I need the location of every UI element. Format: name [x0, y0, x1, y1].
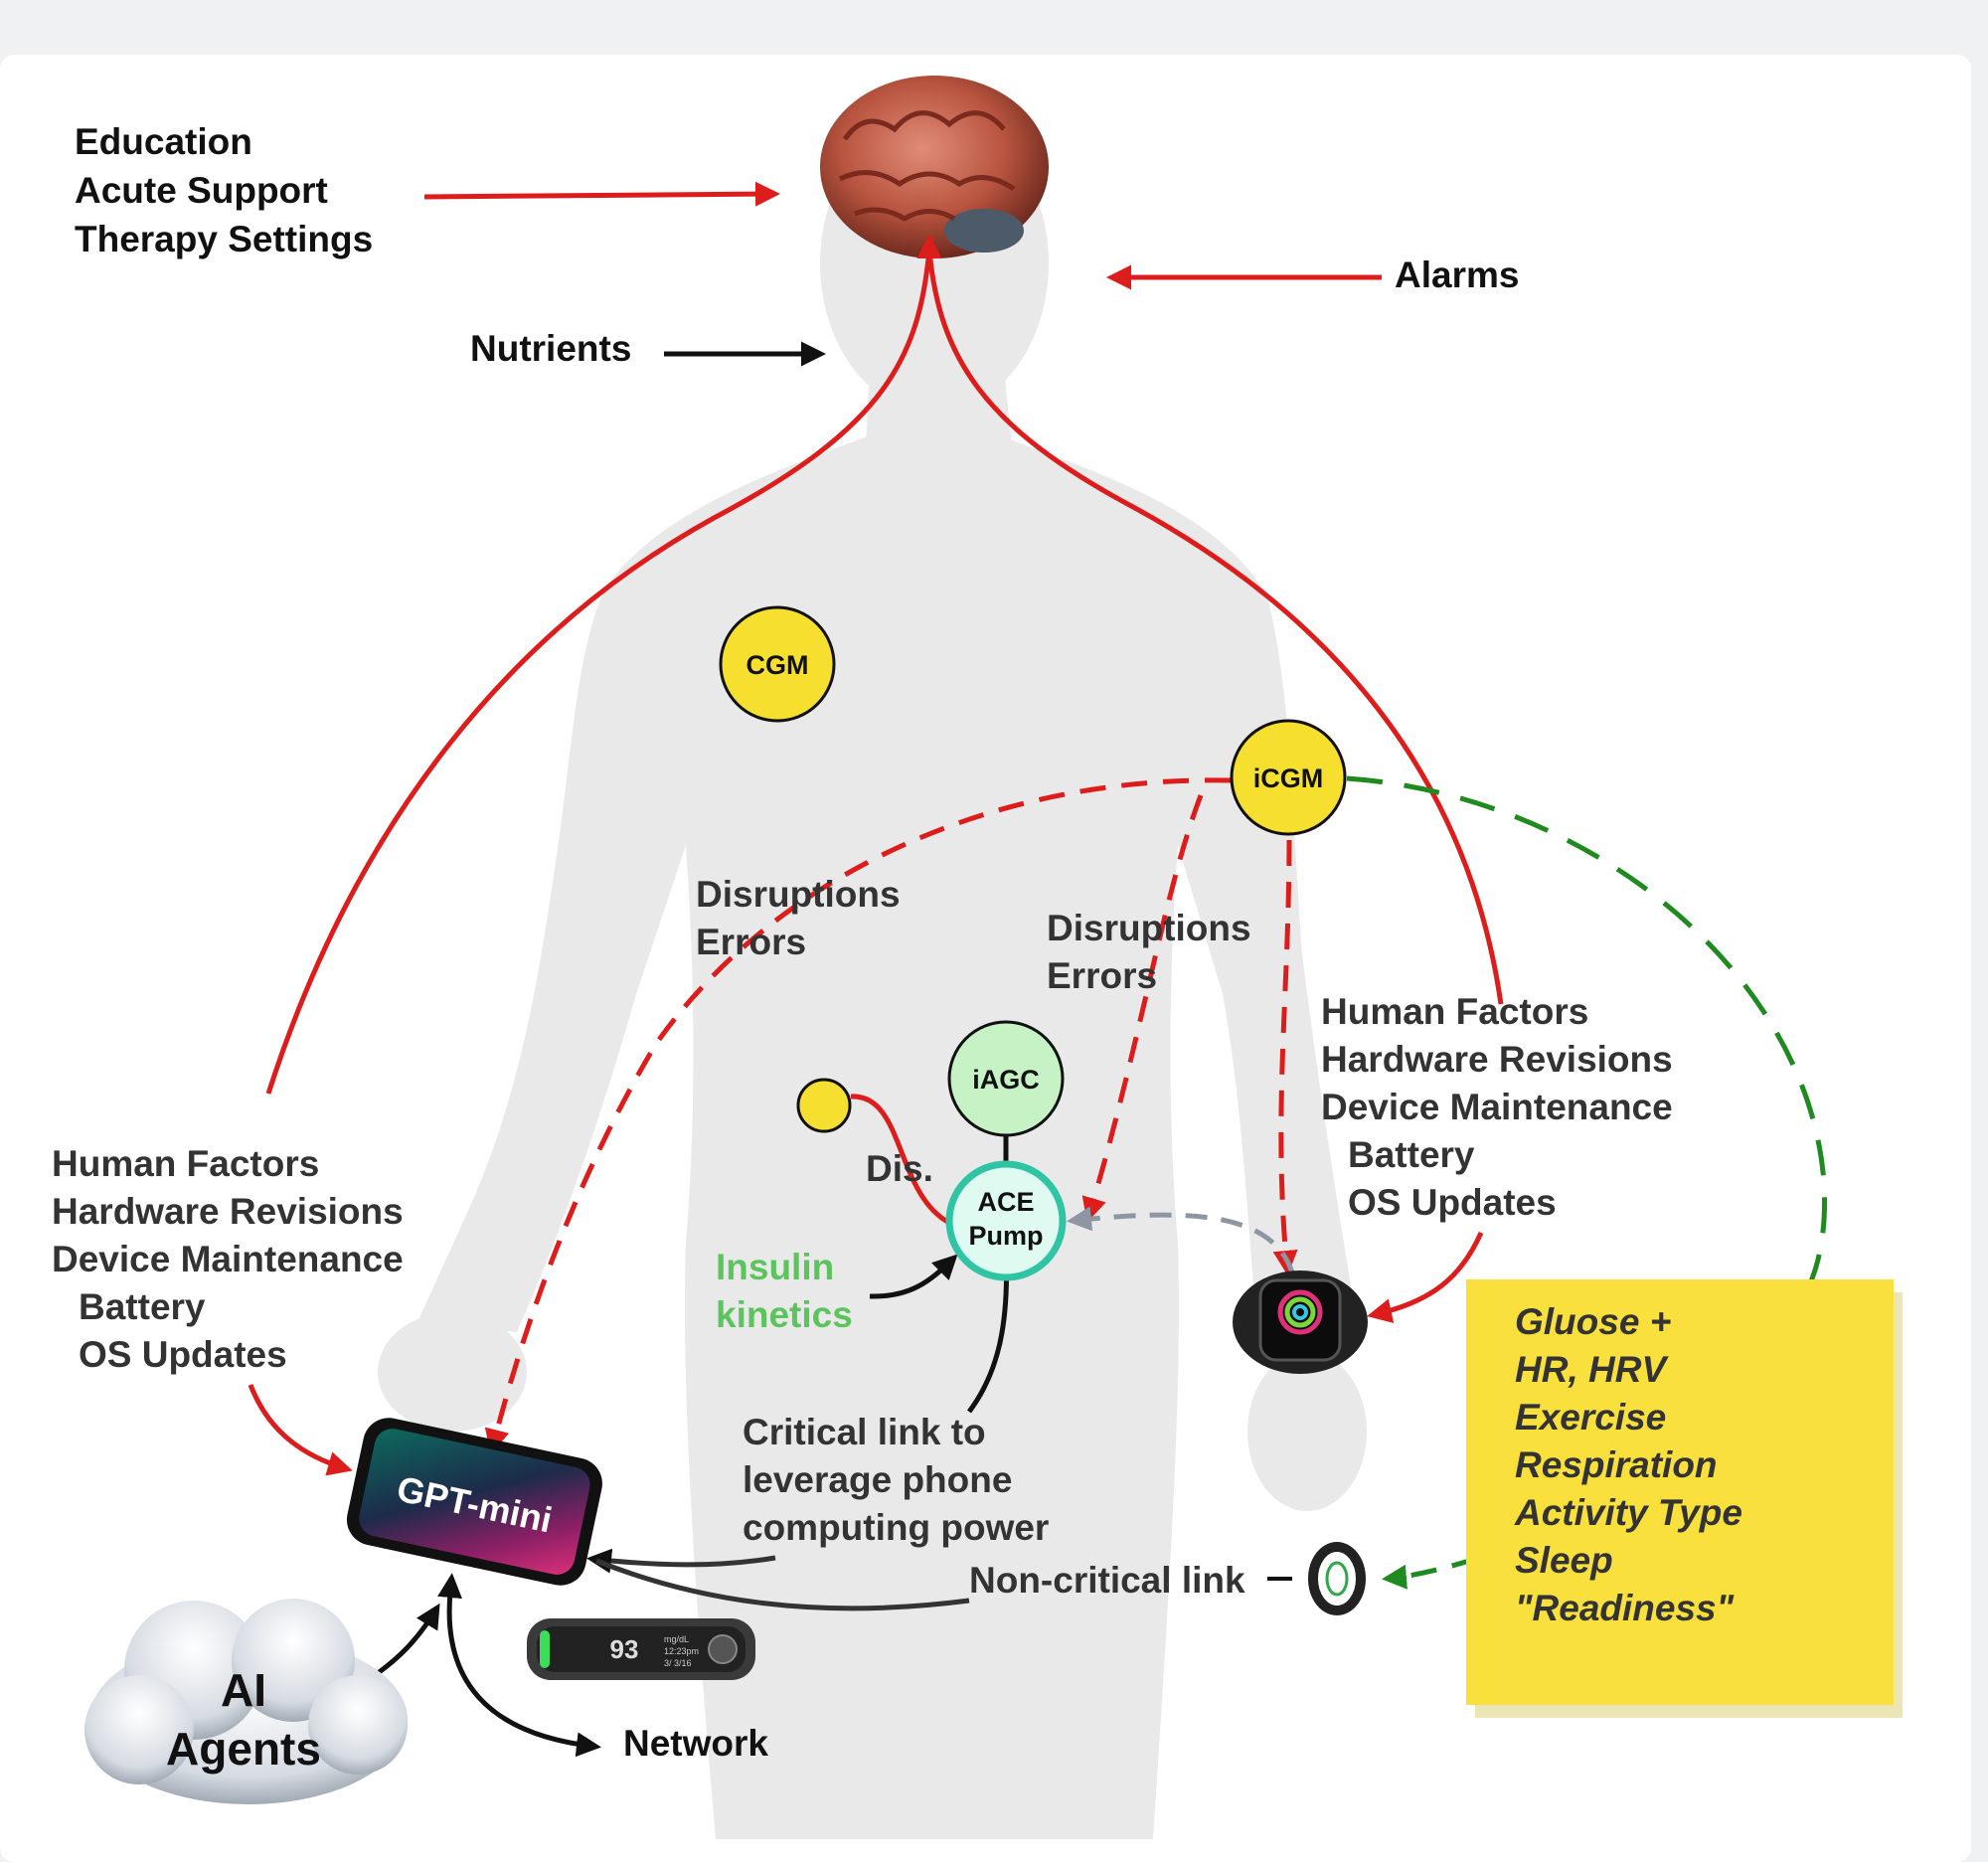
agents-label: Agents: [166, 1723, 321, 1775]
insulin-line-1: Insulin: [716, 1247, 834, 1287]
factors-right-arrow: [1367, 1231, 1484, 1323]
phone-icon: GPT-mini: [346, 1418, 602, 1586]
note-line-5: Activity Type: [1514, 1492, 1742, 1533]
disruptions-right-line-1: Disruptions: [1047, 908, 1251, 948]
alarms-label: Alarms: [1395, 254, 1519, 295]
disruptions-left-line-2: Errors: [696, 922, 806, 962]
network-label: Network: [623, 1723, 768, 1764]
cgm-label: CGM: [746, 650, 809, 680]
brain-icon: [820, 76, 1049, 258]
glucose-meter-icon: 93 mg/dL 12:23pm 3/ 3/16: [527, 1618, 755, 1680]
factors-right-line-5: OS Updates: [1348, 1182, 1557, 1223]
note-line-4: Respiration: [1515, 1444, 1718, 1485]
smartwatch-icon: [1233, 1270, 1368, 1374]
sticky-note: Gluose + HR, HRV Exercise Respiration Ac…: [1466, 1279, 1903, 1718]
disruptions-right-block: Disruptions Errors: [1047, 908, 1251, 996]
note-line-7: "Readiness": [1515, 1588, 1735, 1628]
brain-to-phone-link: [265, 248, 932, 1095]
factors-left-line-2: Hardware Revisions: [52, 1191, 404, 1232]
cloud-phone-arrow: [351, 1603, 440, 1692]
insulin-arrow: [869, 1254, 958, 1299]
insulin-line-2: kinetics: [716, 1294, 853, 1335]
disruptions-left-block: Disruptions Errors: [696, 874, 901, 962]
factors-left-line-5: OS Updates: [79, 1334, 287, 1375]
icgm-to-watch-dashed: [1272, 839, 1298, 1275]
note-line-6: Sleep: [1515, 1540, 1613, 1581]
iagc-node: iAGC: [947, 1020, 1065, 1137]
brain-to-watch-link: [926, 250, 1504, 1005]
education-line-2: Acute Support: [75, 170, 328, 211]
education-arrow: [423, 181, 780, 207]
disruptions-left-line-1: Disruptions: [696, 874, 901, 915]
icgm-to-note-dashed: [1346, 775, 1828, 1354]
note-line-1: Gluose +: [1515, 1301, 1671, 1342]
small-sensor-node: [796, 1078, 852, 1133]
icgm-node: iCGM: [1230, 719, 1347, 836]
critical-line-3: computing power: [743, 1507, 1049, 1548]
dis-label: Dis.: [866, 1148, 933, 1189]
factors-right-line-4: Battery: [1348, 1134, 1475, 1175]
watch-to-pump-dashed: [1067, 1206, 1295, 1273]
ace-label: ACE: [977, 1187, 1034, 1217]
factors-left-arrow: [248, 1384, 353, 1476]
factors-left-line-1: Human Factors: [52, 1143, 319, 1184]
disruptions-right-line-2: Errors: [1047, 955, 1157, 996]
meter-date: 3/ 3/16: [664, 1658, 692, 1668]
factors-left-block: Human Factors Hardware Revisions Device …: [52, 1143, 404, 1375]
education-line-3: Therapy Settings: [75, 219, 373, 259]
factors-left-line-3: Device Maintenance: [52, 1239, 404, 1279]
ai-label: AI: [221, 1664, 266, 1716]
meter-time: 12:23pm: [664, 1646, 699, 1656]
iagc-label: iAGC: [972, 1065, 1040, 1095]
critical-line-2: leverage phone: [743, 1459, 1012, 1500]
factors-right-line-3: Device Maintenance: [1321, 1087, 1673, 1127]
insulin-kinetics-block: Insulin kinetics: [716, 1247, 853, 1335]
factors-left-line-4: Battery: [79, 1286, 206, 1327]
ring-to-phone-arrow: [595, 1558, 970, 1611]
pump-label: Pump: [968, 1221, 1043, 1251]
icgm-label: iCGM: [1253, 763, 1324, 793]
note-line-2: HR, HRV: [1515, 1349, 1669, 1390]
factors-right-block: Human Factors Hardware Revisions Device …: [1321, 991, 1673, 1223]
smart-ring-icon: [1308, 1542, 1366, 1615]
meter-unit: mg/dL: [664, 1634, 689, 1644]
factors-right-line-1: Human Factors: [1321, 991, 1588, 1032]
icgm-to-pump-dashed: [1081, 794, 1204, 1223]
education-line-1: Education: [75, 121, 252, 162]
nutrients-label: Nutrients: [470, 328, 631, 369]
icgm-to-phone-dashed: [484, 777, 1232, 1454]
meter-reading: 93: [610, 1634, 639, 1664]
education-label-block: Education Acute Support Therapy Settings: [75, 121, 373, 259]
note-line-3: Exercise: [1515, 1397, 1666, 1438]
factors-right-line-2: Hardware Revisions: [1321, 1039, 1673, 1080]
critical-link-block: Critical link to leverage phone computin…: [743, 1412, 1049, 1548]
critical-to-phone-arrow: [586, 1548, 776, 1574]
cloud-icon: AI Agents: [84, 1599, 408, 1804]
ace-pump-node: ACE Pump: [945, 1160, 1067, 1281]
phone-network-arrow: [437, 1573, 601, 1758]
sensor-to-pump-link: [850, 1094, 951, 1226]
noncritical-link-label: Non-critical link: [969, 1560, 1245, 1601]
critical-line-1: Critical link to: [743, 1412, 986, 1452]
cgm-node: CGM: [719, 605, 836, 723]
